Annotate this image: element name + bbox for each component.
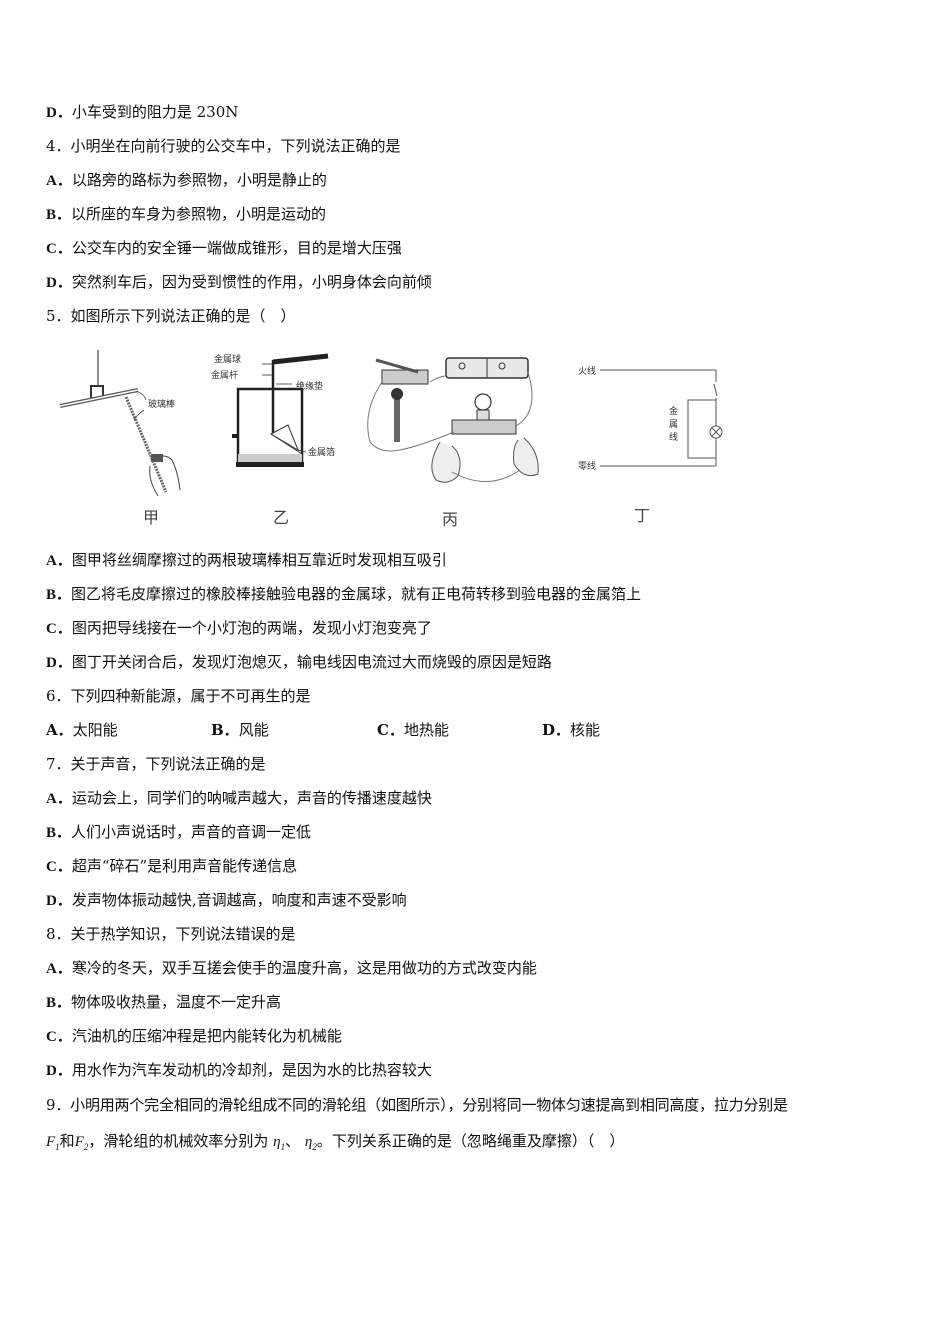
q5-figure: 玻璃棒 甲 金属球 金属杆 绝缘垫 金属箔 乙 丙 bbox=[46, 342, 746, 532]
label-metal-wire-3: 线 bbox=[669, 433, 679, 443]
figure-yi-electroscope bbox=[232, 353, 329, 467]
caption-yi: 乙 bbox=[273, 508, 290, 527]
label-metal-wire-1: 金 bbox=[669, 407, 679, 417]
q4-option-d: D．突然刹车后，因为受到惯性的作用，小明身体会向前倾 bbox=[46, 273, 432, 291]
q3-option-d: D．小车受到的阻力是 230N bbox=[46, 103, 239, 121]
label-metal-foil: 金属箔 bbox=[308, 448, 336, 458]
label-metal-wire-2: 属 bbox=[669, 420, 679, 430]
caption-jia: 甲 bbox=[143, 508, 160, 527]
q7-option-a: A．运动会上，同学们的呐喊声越大，声音的传播速度越快 bbox=[46, 789, 432, 807]
q4-option-c: C．公交车内的安全锤一端做成锥形，目的是增大压强 bbox=[46, 239, 402, 257]
q7-stem: 7．关于声音，下列说法正确的是 bbox=[46, 755, 266, 773]
q5-option-b: B．图乙将毛皮摩擦过的橡胶棒接触验电器的金属球，就有正电荷转移到验电器的金属箔上 bbox=[46, 585, 642, 603]
q8-option-d: D．用水作为汽车发动机的冷却剂，是因为水的比热容较大 bbox=[46, 1061, 432, 1079]
q8-stem: 8．关于热学知识，下列说法错误的是 bbox=[46, 925, 296, 943]
q7-option-b: B．人们小声说话时，声音的音调一定低 bbox=[46, 823, 312, 841]
label-neutral-wire: 零线 bbox=[578, 462, 597, 472]
label-glass-rod: 玻璃棒 bbox=[148, 400, 176, 410]
q4-option-b: B．以所座的车身为参照物，小明是运动的 bbox=[46, 205, 327, 223]
q9-stem-line2: F1和F2，滑轮组的机械效率分别为 η1、 η2。下列关系正确的是（忽略绳重及摩… bbox=[46, 1132, 625, 1152]
caption-ding: 丁 bbox=[634, 506, 651, 525]
caption-bing: 丙 bbox=[442, 510, 459, 529]
q7-option-c: C．超声“碎石”是利用声音能传递信息 bbox=[46, 857, 298, 875]
q8-option-a: A．寒冷的冬天，双手互搓会使手的温度升高，这是用做功的方式改变内能 bbox=[46, 959, 537, 977]
q5-option-a: A．图甲将丝绸摩擦过的两根玻璃棒相互靠近时发现相互吸引 bbox=[46, 551, 447, 569]
q6-option-d: D．核能 bbox=[542, 721, 601, 739]
figure-ding-wiring bbox=[600, 369, 723, 467]
figure-jia-glass-rods bbox=[59, 350, 181, 497]
label-metal-rod: 金属杆 bbox=[211, 371, 239, 381]
q8-option-c: C．汽油机的压缩冲程是把内能转化为机械能 bbox=[46, 1027, 342, 1045]
q5-stem: 5．如图所示下列说法正确的是（ ） bbox=[46, 307, 296, 325]
q6-stem: 6．下列四种新能源，属于不可再生的是 bbox=[46, 687, 311, 705]
q5-option-d: D．图丁开关闭合后，发现灯泡熄灭，输电线因电流过大而烧毁的原因是短路 bbox=[46, 653, 552, 671]
q8-option-b: B．物体吸收热量，温度不一定升高 bbox=[46, 993, 282, 1011]
label-metal-ball: 金属球 bbox=[214, 355, 242, 365]
q6-option-b: B．风能 bbox=[211, 721, 269, 739]
q7-option-d: D．发声物体振动越快,音调越高，响度和声速不受影响 bbox=[46, 891, 407, 909]
label-live-wire: 火线 bbox=[578, 367, 597, 377]
q6-option-a: A．太阳能 bbox=[46, 721, 118, 739]
q6-option-c: C．地热能 bbox=[377, 721, 449, 739]
q9-stem-line1: 9．小明用两个完全相同的滑轮组成不同的滑轮组（如图所示），分别将同一物体匀速提高… bbox=[46, 1096, 788, 1114]
label-insulating-pad: 绝缘垫 bbox=[296, 382, 324, 392]
figure-bing-circuit bbox=[367, 357, 539, 483]
q5-option-c: C．图丙把导线接在一个小灯泡的两端，发现小灯泡变亮了 bbox=[46, 619, 432, 637]
var-eta2: η2 bbox=[304, 1134, 317, 1152]
q6-options: A．太阳能 B．风能 C．地热能 D．核能 bbox=[46, 720, 746, 740]
var-f1: F1 bbox=[46, 1134, 60, 1152]
q4-stem: 4．小明坐在向前行驶的公交车中，下列说法正确的是 bbox=[46, 137, 401, 155]
q4-option-a: A．以路旁的路标为参照物，小明是静止的 bbox=[46, 171, 327, 189]
var-eta1: η1 bbox=[273, 1134, 286, 1152]
var-f2: F2 bbox=[74, 1134, 89, 1152]
